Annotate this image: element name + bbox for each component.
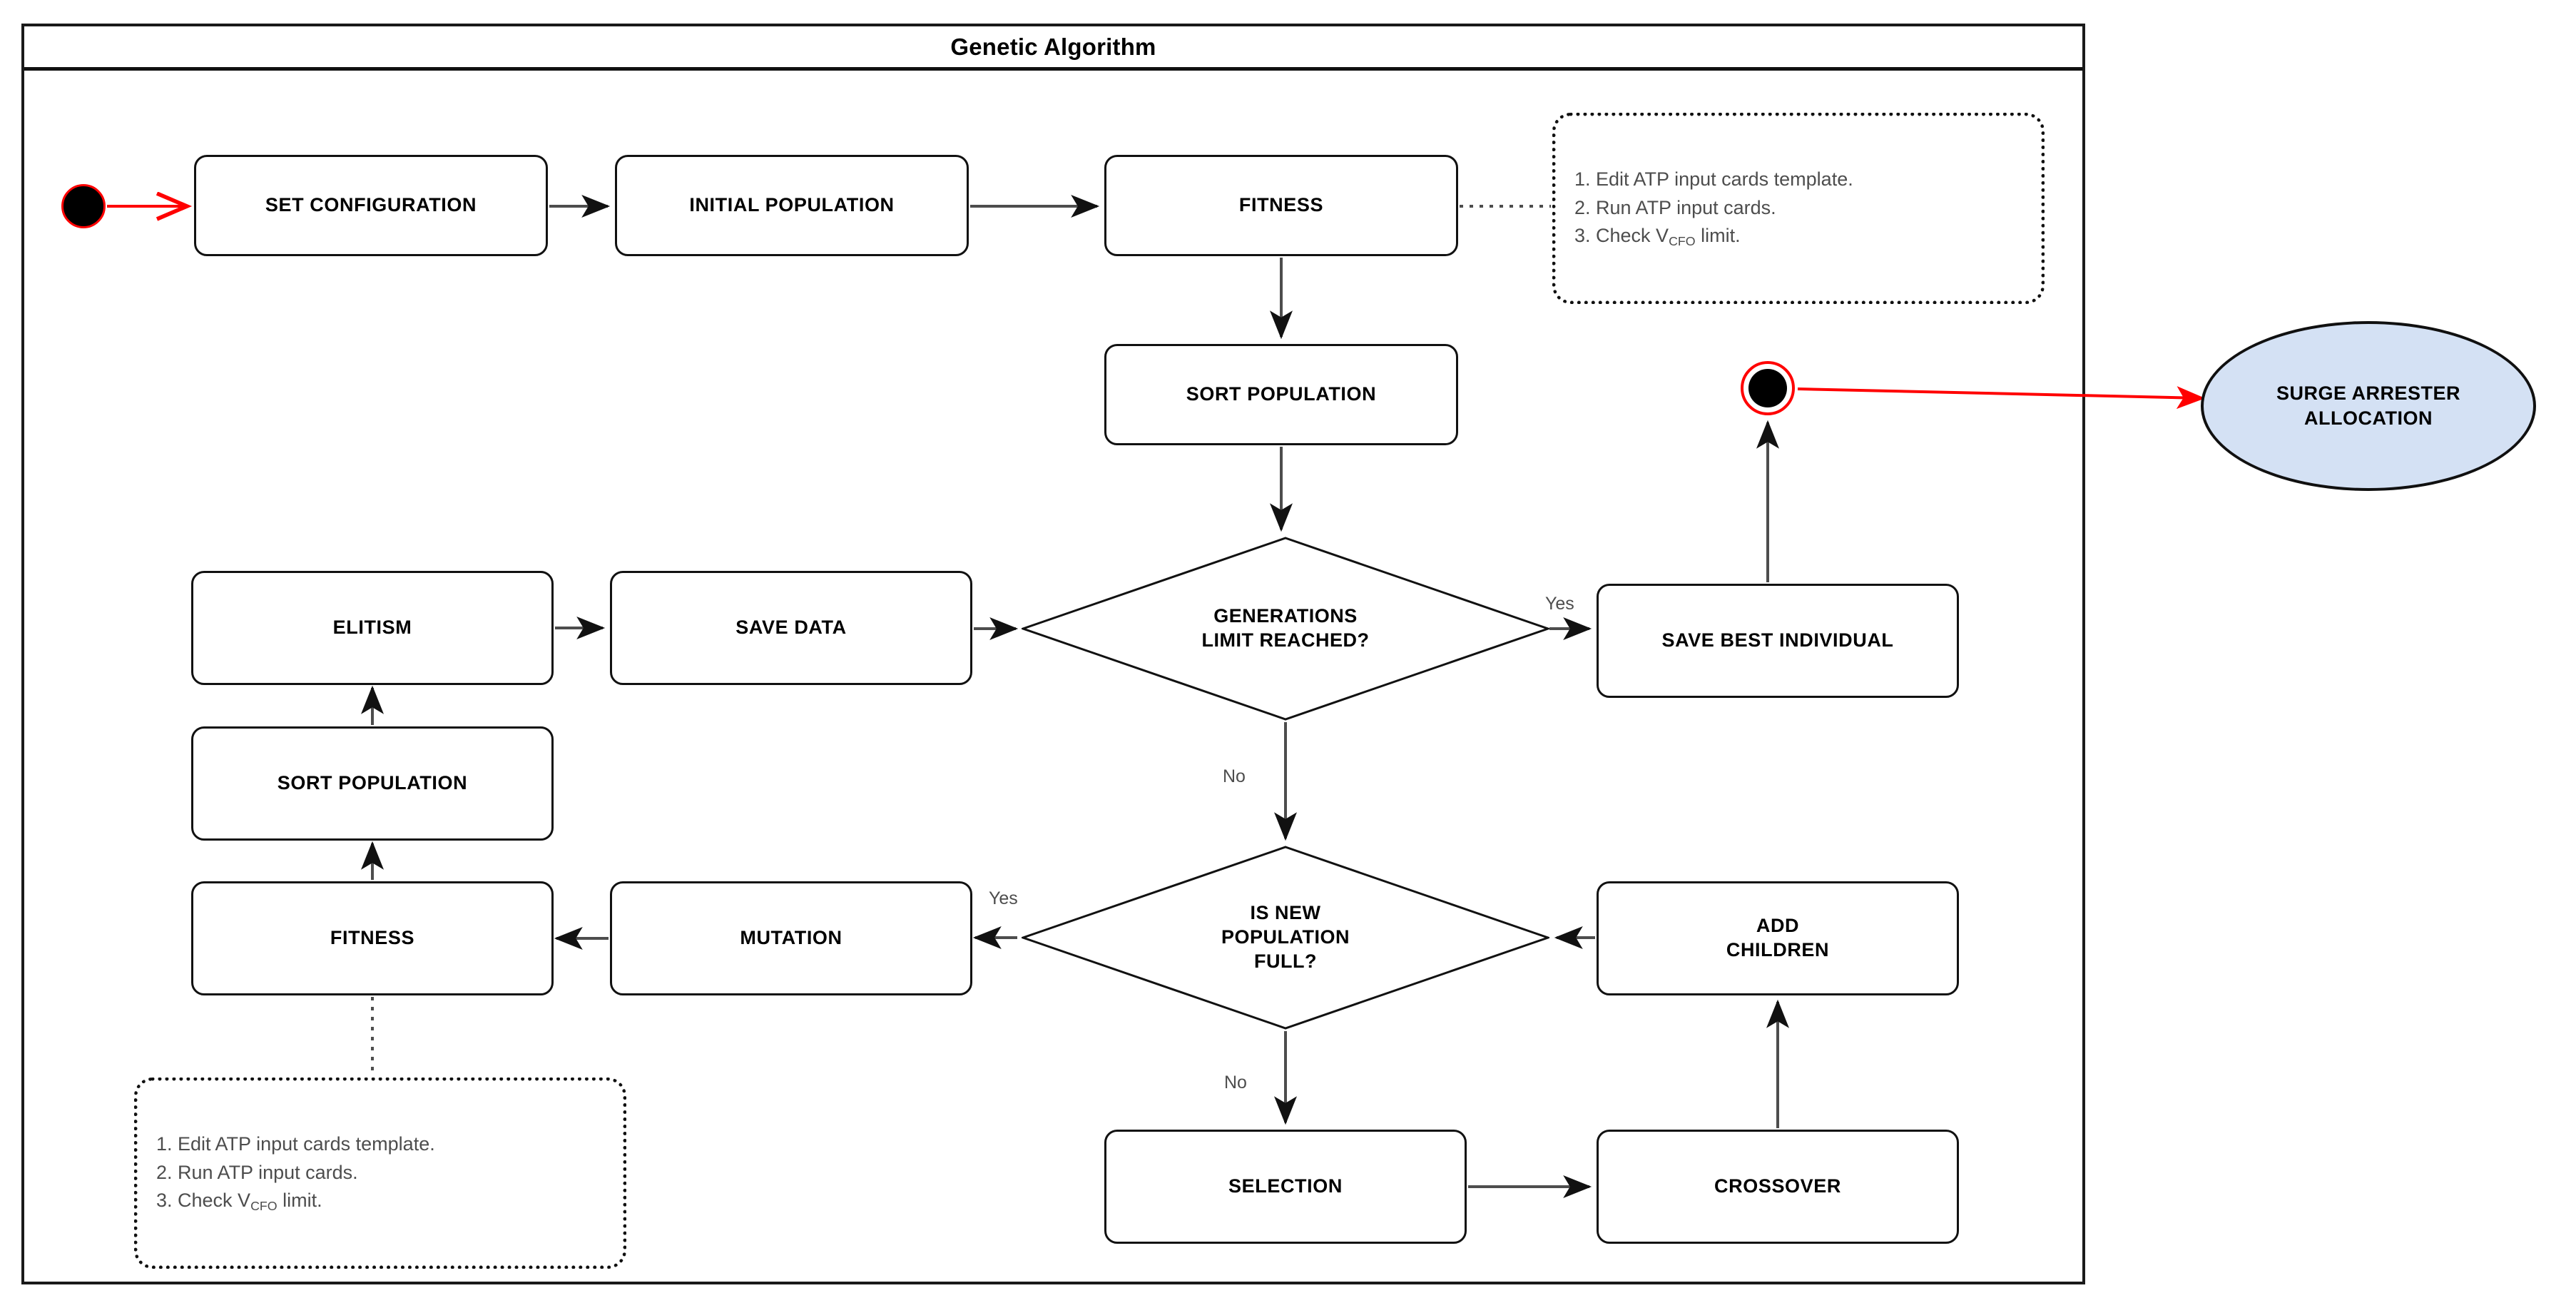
process-node-elitism[interactable]: ELITISM xyxy=(191,571,554,685)
note-note-top: 1. Edit ATP input cards template. 2. Run … xyxy=(1552,113,2045,304)
process-node-label: FITNESS xyxy=(330,927,415,949)
process-node-set-configuration[interactable]: SET CONFIGURATION xyxy=(194,155,548,256)
process-node-label: FITNESS xyxy=(1238,194,1324,216)
process-node-mutation[interactable]: MUTATION xyxy=(610,881,972,995)
edge-label-no-generations: No xyxy=(1223,766,1246,786)
note-line: 1. Edit ATP input cards template. xyxy=(1574,168,1853,191)
note-note-bottom: 1. Edit ATP input cards template. 2. Run … xyxy=(134,1078,626,1269)
process-node-selection[interactable]: SELECTION xyxy=(1104,1130,1467,1244)
process-node-label: SAVE DATA xyxy=(735,617,847,639)
edge-label-yes-generations: Yes xyxy=(1545,594,1574,614)
process-node-initial-population[interactable]: INITIAL POPULATION xyxy=(615,155,969,256)
decision-shape xyxy=(1022,537,1549,721)
page-title: Genetic Algorithm xyxy=(24,26,2082,71)
process-node-crossover[interactable]: CROSSOVER xyxy=(1597,1130,1959,1244)
process-node-label: ELITISM xyxy=(332,617,412,639)
edge-label-yes-population: Yes xyxy=(989,888,1018,908)
process-node-label: CROSSOVER xyxy=(1714,1175,1841,1197)
end-node-inner-dot xyxy=(1748,369,1787,407)
process-node-label: SELECTION xyxy=(1228,1175,1343,1197)
process-node-label: SORT POPULATION xyxy=(277,772,468,794)
process-node-sort-population-top[interactable]: SORT POPULATION xyxy=(1104,344,1458,445)
edge-label-no-population: No xyxy=(1224,1073,1247,1093)
process-node-sort-population-bot[interactable]: SORT POPULATION xyxy=(191,726,554,841)
note-line: 2. Run ATP input cards. xyxy=(156,1161,358,1183)
process-node-label: SORT POPULATION xyxy=(1186,383,1377,405)
process-node-fitness-bot[interactable]: FITNESS xyxy=(191,881,554,995)
note-line: 3. Check VCFO limit. xyxy=(156,1189,322,1213)
process-node-save-data[interactable]: SAVE DATA xyxy=(610,571,972,685)
note-line: 2. Run ATP input cards. xyxy=(1574,196,1776,218)
note-subscript: CFO xyxy=(1669,233,1696,248)
process-node-label: SAVE BEST INDIVIDUAL xyxy=(1661,629,1894,652)
process-node-fitness-top[interactable]: FITNESS xyxy=(1104,155,1458,256)
process-node-save-best-individual[interactable]: SAVE BEST INDIVIDUAL xyxy=(1597,584,1959,698)
process-node-label: MUTATION xyxy=(740,927,842,949)
process-node-label: INITIAL POPULATION xyxy=(689,194,895,216)
decision-shape xyxy=(1022,846,1549,1030)
note-subscript: CFO xyxy=(250,1198,278,1213)
note-line: 1. Edit ATP input cards template. xyxy=(156,1133,435,1155)
note-line: 3. Check VCFO limit. xyxy=(1574,224,1741,248)
process-node-label: SET CONFIGURATION xyxy=(265,194,477,216)
end-node-icon xyxy=(1741,361,1795,415)
start-node-icon xyxy=(61,184,106,228)
